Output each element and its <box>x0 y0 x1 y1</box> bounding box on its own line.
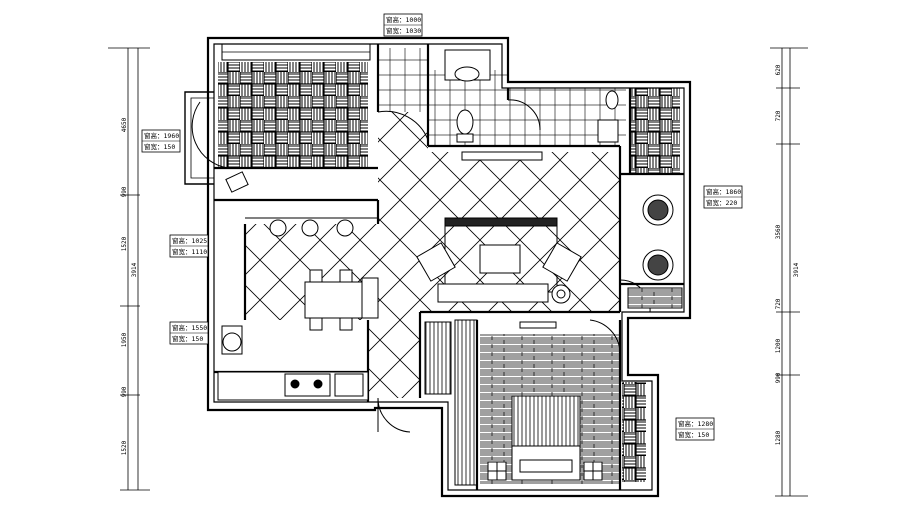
dim-label: 3914 <box>793 262 800 277</box>
dim-label: 1280 <box>775 430 782 445</box>
dim-label: 990 <box>121 186 128 197</box>
wardrobe <box>454 319 478 486</box>
master-closet <box>622 382 646 482</box>
dining-sideboard <box>361 277 379 319</box>
bathroom-floor <box>378 48 428 112</box>
tag-line: 窗高：1960 <box>144 131 179 140</box>
dim-label: 1950 <box>121 332 128 347</box>
armchair-right <box>542 242 582 282</box>
room-tag-master: 窗高：1280 窗宽：150 <box>675 417 715 441</box>
dim-label: 620 <box>775 64 782 75</box>
room-tag-kitchen: 窗高：1550 窗宽：150 <box>169 321 209 345</box>
left-dimension-labels: 4650 990 1520 1950 990 1520 3914 <box>121 117 138 455</box>
tag-line: 窗高：1025 <box>172 236 207 245</box>
pillow <box>519 459 573 473</box>
bar-stool <box>269 219 287 237</box>
dim-label: 1520 <box>121 440 128 455</box>
tag-line: 窗宽：150 <box>172 334 203 343</box>
dim-label: 990 <box>775 372 782 383</box>
balcony-bench <box>627 287 683 309</box>
room-tag-bedroom2: 窗高：1960 窗宽：150 <box>141 129 181 153</box>
room-tag-balcony: 窗高：1860 窗宽：220 <box>703 185 743 209</box>
toilet2 <box>605 90 619 110</box>
dim-label: 3560 <box>775 224 782 239</box>
furniture <box>217 49 683 481</box>
stove <box>284 373 331 397</box>
tag-line: 窗高：1000 <box>386 15 421 24</box>
dim-label: 4650 <box>121 117 128 132</box>
dimension-lines <box>108 47 808 497</box>
sink <box>334 373 364 397</box>
tag-line: 窗高：1280 <box>678 419 713 428</box>
toilet <box>456 109 474 135</box>
sofa-back <box>444 217 558 227</box>
coffee-table <box>479 244 521 274</box>
room-tag-bath: 窗高：1000 窗宽：1030 <box>383 13 423 37</box>
washer <box>222 332 242 352</box>
tag-line: 窗宽：150 <box>678 430 709 439</box>
right-dimension-labels: 620 720 3560 720 1200 990 3914 1280 <box>775 64 800 445</box>
dim-label: 1200 <box>775 338 782 353</box>
dim-label: 3914 <box>131 262 138 277</box>
desk-chair <box>225 171 249 193</box>
tag-line: 窗高：1550 <box>172 323 207 332</box>
tv-cabinet <box>461 151 543 161</box>
tag-line: 窗宽：1110 <box>172 247 207 256</box>
dim-label: 720 <box>775 110 782 121</box>
hall-closet <box>424 321 452 395</box>
dim-label: 990 <box>121 386 128 397</box>
tag-line: 窗宽：150 <box>144 142 175 151</box>
bedroom2-floor <box>218 62 368 168</box>
dim-label: 720 <box>775 298 782 309</box>
room-tag-dining: 窗高：1025 窗宽：1110 <box>169 234 209 258</box>
bar-stool <box>301 219 319 237</box>
tv-stand <box>437 283 549 303</box>
dining-table <box>304 281 366 319</box>
basin <box>454 66 480 82</box>
tag-line: 窗宽：220 <box>706 198 737 207</box>
bar-stool <box>336 219 354 237</box>
armchair-left <box>416 242 456 282</box>
study-floor <box>630 88 680 174</box>
dresser <box>519 321 557 329</box>
tag-line: 窗高：1860 <box>706 187 741 196</box>
dim-label: 1520 <box>121 236 128 251</box>
tag-line: 窗宽：1030 <box>386 26 421 35</box>
